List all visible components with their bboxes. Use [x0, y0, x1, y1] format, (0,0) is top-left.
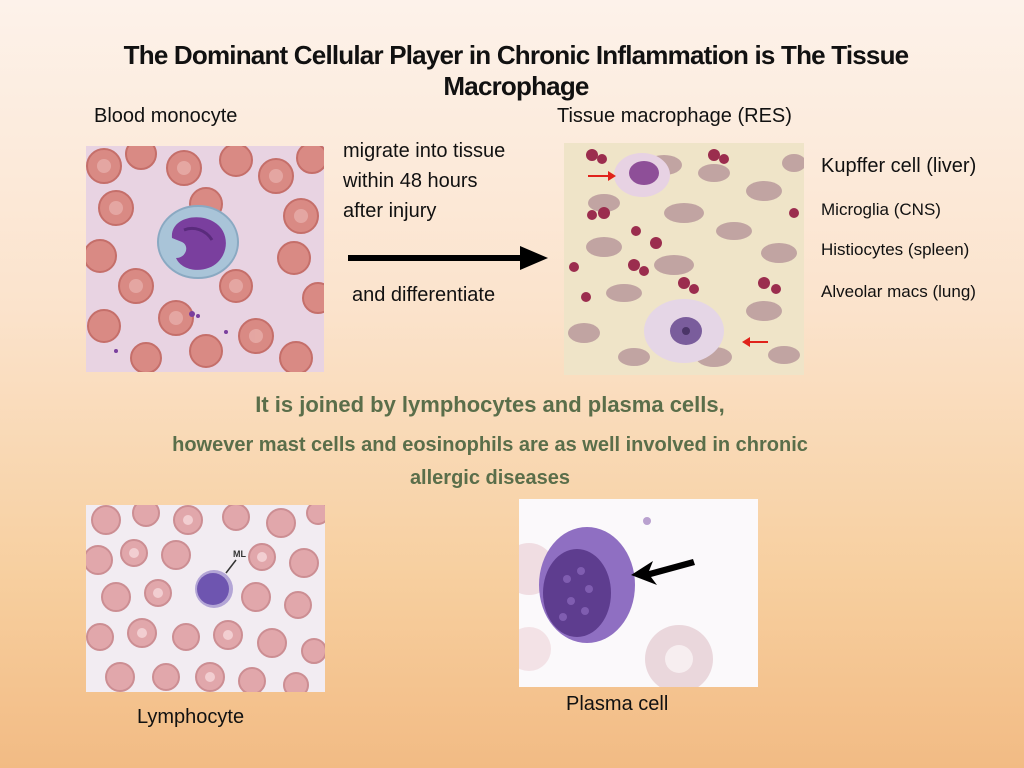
subtitle-line2b: allergic diseases — [409, 467, 571, 489]
tissue-macrophage-label: Tissue macrophage (RES) — [557, 105, 792, 127]
ml-marker-text: ML — [233, 549, 246, 559]
slide-title: The Dominant Cellular Player in Chronic … — [123, 40, 909, 101]
lymphocyte-image: ML — [86, 505, 325, 692]
macrophage-type-histiocytes: Histiocytes (spleen) — [821, 240, 970, 259]
plasma-cell-image — [519, 499, 758, 687]
subtitle-line1: It is joined by lymphocytes and plasma c… — [255, 392, 725, 417]
lymphocyte-label: Lymphocyte — [137, 706, 245, 728]
migrate-text-line1: migrate into tissue — [343, 140, 506, 162]
migrate-text-line2: within 48 hours — [343, 170, 478, 192]
migration-arrow-icon — [348, 244, 548, 272]
plasma-cell-label: Plasma cell — [566, 693, 669, 715]
macrophage-type-microglia: Microglia (CNS) — [821, 200, 941, 219]
macrophage-type-alveolar: Alveolar macs (lung) — [821, 282, 976, 301]
migrate-text-line3: after injury — [343, 200, 437, 222]
blood-monocyte-label: Blood monocyte — [94, 105, 238, 127]
differentiate-text: and differentiate — [352, 284, 496, 306]
tissue-macrophage-image — [564, 143, 804, 375]
subtitle-line2a: however mast cells and eosinophils are a… — [172, 434, 808, 456]
macrophage-type-kupffer: Kupffer cell (liver) — [821, 155, 977, 177]
blood-monocyte-image — [86, 146, 324, 372]
